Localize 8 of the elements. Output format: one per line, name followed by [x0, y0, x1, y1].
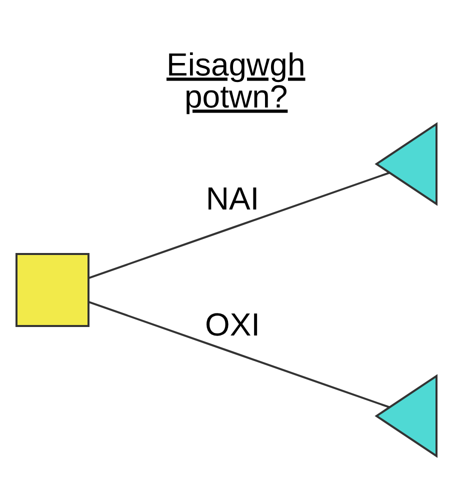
connector: [88, 171, 390, 278]
edge-label: OXI: [204, 306, 260, 342]
node-triangle: [374, 374, 438, 458]
node-box: [16, 252, 90, 326]
connector: [88, 300, 390, 408]
diagram-title: Eisagwgh potwn?: [166, 46, 306, 114]
edge-label: NAI: [206, 180, 260, 216]
node-triangle: [374, 122, 438, 206]
